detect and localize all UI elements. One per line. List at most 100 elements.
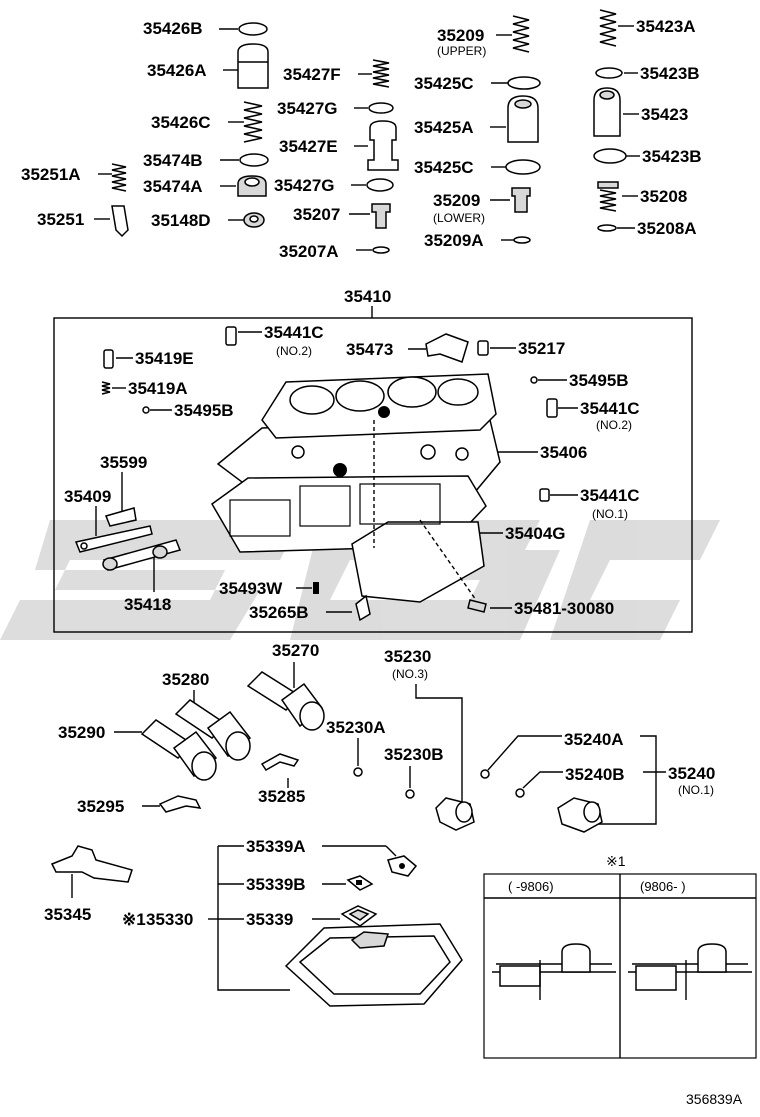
callout-35493W: 35493W [219, 579, 283, 598]
part-35330[interactable]: ※1 35330 [122, 846, 463, 1007]
part-35217[interactable]: 35217 [477, 339, 565, 358]
part-35409[interactable]: 35409 [64, 487, 153, 553]
part-35207[interactable]: 35207 [293, 203, 391, 229]
part-35404G[interactable]: 35404G [478, 524, 566, 543]
note-no3: (NO.3) [392, 667, 428, 681]
part-35209A[interactable]: 35209A [424, 231, 531, 250]
part-35427G-upper[interactable]: 35427G [277, 99, 394, 118]
inset-col2-header: (9806- ) [640, 879, 686, 894]
part-35345[interactable]: 35345 [44, 845, 133, 924]
part-35599[interactable]: 35599 [100, 453, 147, 527]
callout-35474A: 35474A [143, 177, 203, 196]
callout-35409: 35409 [64, 487, 111, 506]
part-35406[interactable]: 35406 [492, 443, 587, 462]
callout-35339: 35339 [246, 910, 293, 929]
part-35419A[interactable]: 35419A [101, 379, 188, 398]
part-35427E[interactable]: 35427E [279, 120, 399, 171]
part-35208[interactable]: 35208 [597, 181, 687, 212]
part-35230A[interactable]: 35230A [326, 718, 386, 777]
part-35207A[interactable]: 35207A [279, 242, 390, 261]
part-35419E[interactable]: 35419E [103, 349, 194, 369]
callout-35251: 35251 [37, 210, 84, 229]
callout-35423A: 35423A [636, 17, 696, 36]
callout-35441C-b: 35441C [580, 399, 640, 418]
callout-35207: 35207 [293, 205, 340, 224]
part-35240[interactable]: 35240 (NO.1) [557, 735, 715, 833]
note-no2-b: (NO.2) [596, 418, 632, 432]
inset-detail-after [628, 943, 752, 1000]
part-35426B[interactable]: 35426B [143, 19, 268, 38]
callout-35280: 35280 [162, 670, 209, 689]
part-35290[interactable]: 35290 [58, 719, 218, 781]
part-35230[interactable]: 35230 (NO.3) [384, 647, 475, 831]
callout-35209-lower: 35209 [433, 191, 480, 210]
part-35339A[interactable]: 35339A [218, 837, 418, 877]
part-35423B-lower[interactable]: 35423B [593, 147, 702, 166]
part-35418[interactable]: 35418 [102, 539, 182, 614]
part-35427F[interactable]: 35427F [283, 59, 390, 88]
callout-35410: 35410 [344, 287, 391, 306]
callout-35230B: 35230B [384, 745, 444, 764]
part-35265B[interactable]: 35265B [249, 594, 371, 622]
part-35441C-no2-right[interactable]: 35441C (NO.2) [546, 398, 640, 432]
callout-35240A: 35240A [564, 730, 624, 749]
part-35285[interactable]: 35285 [258, 753, 305, 806]
callout-35339A: 35339A [246, 837, 306, 856]
part-35441C-no2-upper[interactable]: 35441C (NO.2) [225, 323, 324, 358]
callout-35209A: 35209A [424, 231, 484, 250]
callout-35418: 35418 [124, 595, 171, 614]
callout-35240B: 35240B [565, 765, 625, 784]
callout-35339B: 35339B [246, 875, 306, 894]
part-35474B[interactable]: 35474B [143, 151, 269, 170]
callout-35423B-lower: 35423B [642, 147, 702, 166]
part-35474A[interactable]: 35474A [143, 175, 267, 197]
callout-35209-upper: 35209 [437, 26, 484, 45]
callout-35208A: 35208A [637, 219, 697, 238]
part-35280[interactable]: 35280 [162, 670, 252, 761]
part-35425A[interactable]: 35425A [414, 95, 539, 143]
part-35423[interactable]: 35423 [593, 87, 688, 137]
callout-35217: 35217 [518, 339, 565, 358]
part-35426C[interactable]: 35426C [151, 101, 263, 143]
part-35240B[interactable]: 35240B [515, 765, 625, 798]
callout-35406: 35406 [540, 443, 587, 462]
part-35209-lower[interactable]: 35209 (LOWER) [433, 187, 531, 225]
part-35473[interactable]: 35473 [346, 333, 469, 363]
part-35495B-right[interactable]: 35495B [530, 371, 629, 390]
callout-35419A: 35419A [128, 379, 188, 398]
callout-35419E: 35419E [135, 349, 194, 368]
part-35427G-lower[interactable]: 35427G [274, 176, 394, 195]
part-35425C-lower[interactable]: 35425C [414, 158, 541, 177]
inset-mark: ※1 [606, 853, 626, 869]
part-35209-upper[interactable]: 35209 (UPPER) [437, 15, 530, 58]
part-35339[interactable]: 35339 [218, 905, 378, 929]
note-lower: (LOWER) [433, 211, 485, 225]
callout-35495B-left: 35495B [174, 401, 234, 420]
part-35493W[interactable]: 35493W [219, 579, 319, 598]
part-35481-30080[interactable]: 35481-30080 [467, 599, 614, 618]
note-no1-b: (NO.1) [678, 783, 714, 797]
part-35423B-upper[interactable]: 35423B [595, 64, 700, 83]
part-35423A[interactable]: 35423A [599, 9, 696, 47]
callout-35426A: 35426A [147, 61, 207, 80]
callout-35599: 35599 [100, 453, 147, 472]
part-35208A[interactable]: 35208A [597, 219, 697, 238]
part-35251A[interactable]: 35251A [21, 163, 127, 192]
callout-35285: 35285 [258, 787, 305, 806]
part-35426A[interactable]: 35426A [147, 43, 269, 89]
part-35495B-left[interactable]: 35495B [142, 401, 234, 420]
part-35230B[interactable]: 35230B [384, 745, 444, 799]
callout-35423: 35423 [641, 105, 688, 124]
part-35425C-upper[interactable]: 35425C [414, 74, 541, 93]
inset-detail-before [492, 943, 616, 1000]
callout-35207A: 35207A [279, 242, 339, 261]
part-35295[interactable]: 35295 [77, 795, 202, 816]
valve-body-assembly [211, 373, 501, 603]
part-35270[interactable]: 35270 [246, 641, 325, 731]
part-35240A[interactable]: 35240A [480, 730, 624, 779]
part-35441C-no1[interactable]: 35441C (NO.1) [539, 486, 640, 521]
part-35339B[interactable]: 35339B [218, 875, 374, 894]
part-35148D[interactable]: 35148D [151, 211, 265, 230]
part-35251[interactable]: 35251 [37, 205, 129, 238]
